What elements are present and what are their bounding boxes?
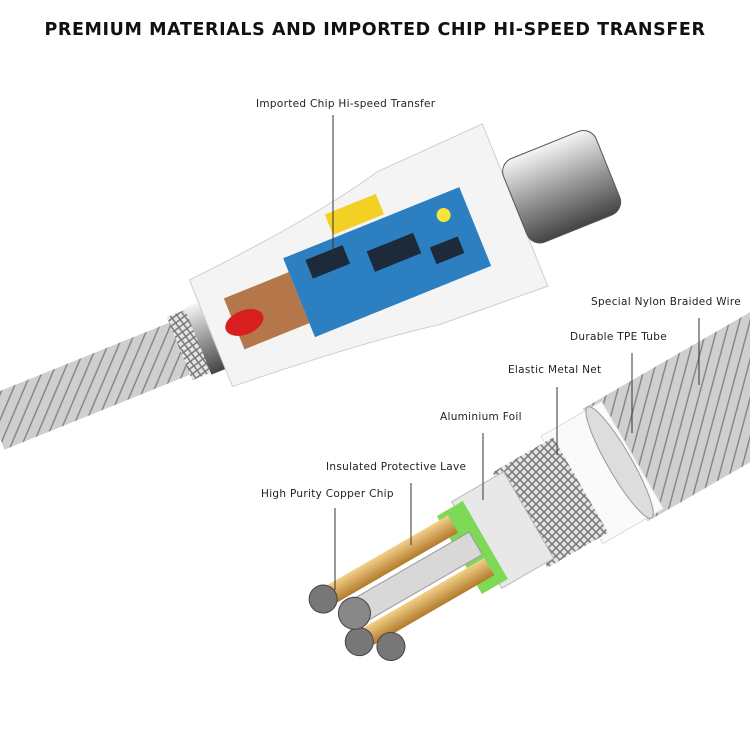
chip (324, 193, 385, 235)
label-nylon-braided-wire: Special Nylon Braided Wire (591, 296, 741, 308)
label-metal-net: Elastic Metal Net (508, 364, 602, 376)
leader-lines (332, 115, 700, 590)
usb-c-connector (0, 123, 622, 450)
label-insulated-lave: Insulated Protective Lave (326, 461, 467, 473)
nylon-braid (582, 278, 750, 522)
headline: PREMIUM MATERIALS AND IMPORTED CHIP HI-S… (44, 20, 706, 40)
label-aluminium-foil: Aluminium Foil (440, 411, 522, 423)
braided-cable (0, 315, 209, 450)
label-imported-chip: Imported Chip Hi-speed Transfer (256, 98, 436, 110)
metal-net (492, 437, 609, 568)
copper-wires (308, 515, 495, 661)
usb-c-plug (502, 130, 622, 244)
label-copper-chip: High Purity Copper Chip (261, 488, 394, 500)
label-tpe-tube: Durable TPE Tube (570, 331, 667, 343)
cable-cross-section (308, 278, 750, 661)
